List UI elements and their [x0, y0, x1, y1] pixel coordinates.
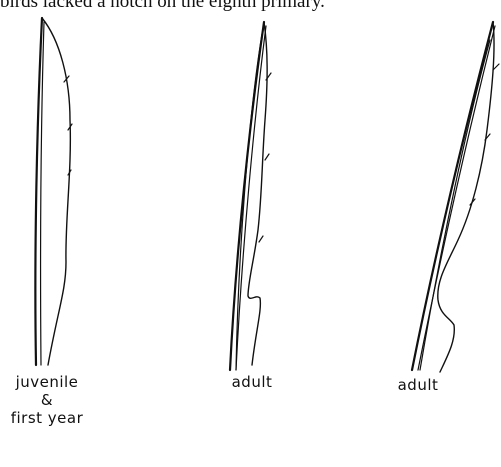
feather-adult-right	[412, 22, 499, 372]
label-first-year: first year	[2, 408, 92, 428]
feather-juvenile	[35, 18, 72, 365]
label-juvenile: juvenile	[2, 372, 92, 392]
feather-adult-right-vane	[438, 22, 494, 372]
feather-adult-right-barbs	[470, 64, 499, 205]
label-adult-right: adult	[378, 375, 458, 395]
label-adult-middle: adult	[212, 372, 292, 392]
label-ampersand: &	[2, 390, 92, 410]
feather-adult-middle-barbs	[259, 73, 271, 242]
feather-juvenile-vane	[42, 18, 70, 365]
feather-adult-middle	[230, 22, 271, 370]
